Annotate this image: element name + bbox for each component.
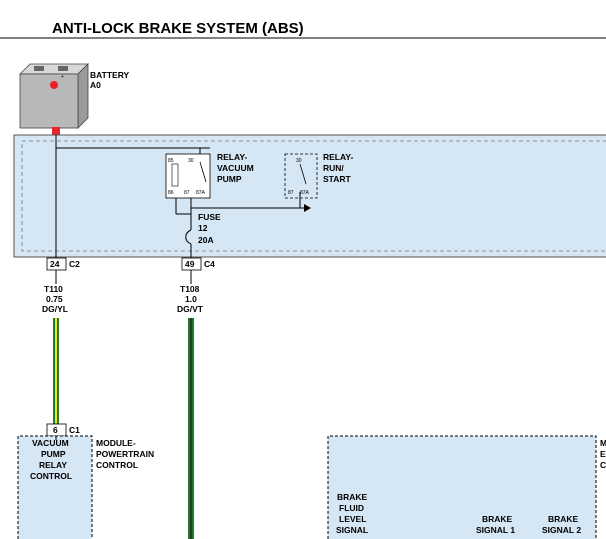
pcm-module-label-line-3: CONTROL	[96, 460, 138, 470]
relay-vacuum-pin-87a: 87A	[196, 190, 206, 196]
relay-vacuum-pin-87: 87	[184, 190, 190, 196]
edge-text-1: M	[600, 438, 606, 448]
power-distribution-module	[13, 134, 606, 258]
relay-run-label-line-3: START	[323, 174, 352, 184]
pcm-pin-label-line-1: VACUUM	[32, 438, 69, 448]
battery-label: BATTERY	[90, 70, 130, 80]
relay-vacuum-pin-30: 30	[188, 158, 194, 164]
abs-signal-1-line-4: SIGNAL	[336, 525, 368, 535]
abs-signal-1-line-1: BRAKE	[337, 492, 368, 502]
pcm-pin-label-line-3: RELAY	[39, 460, 67, 470]
connector-c1-pin: 6	[53, 425, 58, 435]
abs-module	[328, 436, 596, 539]
relay-vacuum-label-line-2: VACUUM	[217, 163, 254, 173]
power-distribution-inner-border	[21, 140, 606, 252]
edge-text-2: E	[600, 449, 606, 459]
arrow-head	[304, 204, 311, 212]
relay-vacuum-pump: 85 86 87 87A 30	[165, 153, 211, 199]
battery-plus-symbol: +	[61, 74, 64, 80]
connector-c1-name: C1	[69, 425, 80, 435]
battery-id: A0	[90, 80, 101, 90]
wire-t108-gauge: 1.0	[185, 294, 197, 304]
abs-signal-1-line-2: FLUID	[339, 503, 364, 513]
fuse-rating: 20A	[198, 235, 214, 245]
abs-signal-3-line-1: BRAKE	[548, 514, 579, 524]
pcm-border	[17, 435, 93, 539]
fuse-number: 12	[198, 223, 208, 233]
battery-terminal	[52, 127, 60, 135]
relay-run-label-line-1: RELAY-	[323, 152, 354, 162]
wire-t110-color: DG/YL	[42, 304, 68, 314]
wire-t110-circuit: T110	[44, 284, 63, 294]
connector-c2-pin: 24	[50, 259, 60, 269]
powertrain-control-module	[18, 436, 92, 539]
pcm-module-label-line-2: POWERTRAIN	[96, 449, 154, 459]
relay-run-pin-87a: 87A	[300, 190, 310, 196]
relay-run-start: 30 87 87A	[284, 153, 318, 199]
pcm-module-label-line-1: MODULE-	[96, 438, 136, 448]
relay-run-pin-87: 87	[288, 190, 294, 196]
fuse-label: FUSE	[198, 212, 221, 222]
relay-run-pin-30: 30	[296, 158, 302, 164]
page-title: ANTI-LOCK BRAKE SYSTEM (ABS)	[52, 20, 304, 37]
wire-t108-color: DG/VT	[177, 304, 204, 314]
abs-signal-1-line-3: LEVEL	[339, 514, 366, 524]
relay-run-label-line-2: RUN/	[323, 163, 344, 173]
pcm-pin-label-line-2: PUMP	[41, 449, 66, 459]
edge-text-3: C	[600, 460, 606, 470]
relay-vacuum-pin-85: 85	[168, 158, 174, 164]
connector-c2-name: C2	[69, 259, 80, 269]
connector-c4-pin: 49	[185, 259, 195, 269]
wire-t110-gauge: 0.75	[46, 294, 63, 304]
abs-module-border	[327, 435, 597, 539]
relay-vacuum-pin-86: 86	[168, 190, 174, 196]
relay-vacuum-label-line-3: PUMP	[217, 174, 242, 184]
abs-signal-2-line-1: BRAKE	[482, 514, 513, 524]
battery-icon: +	[19, 63, 89, 129]
wire-t108-circuit: T108	[180, 284, 200, 294]
abs-signal-2-line-2: SIGNAL 1	[476, 525, 515, 535]
pcm-pin-label-line-4: CONTROL	[30, 471, 72, 481]
connector-c4-name: C4	[204, 259, 215, 269]
fuse-symbol	[185, 229, 192, 245]
abs-signal-3-line-2: SIGNAL 2	[542, 525, 581, 535]
relay-vacuum-label-line-1: RELAY-	[217, 152, 248, 162]
